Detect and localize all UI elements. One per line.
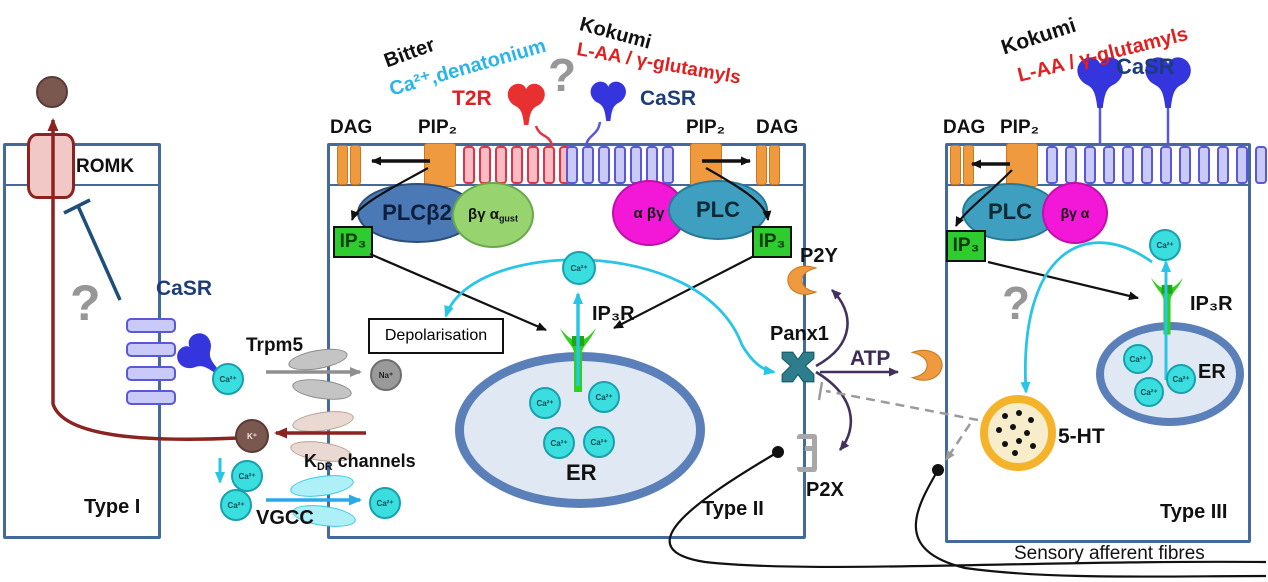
ca-ion: Ca²⁺: [529, 387, 561, 419]
ca-ion: Ca²⁺: [212, 363, 244, 395]
serotonin-inhibition-dashed: [825, 389, 979, 422]
casr-tm-domain-type3: [1046, 146, 1268, 184]
type3-label: Type III: [1160, 501, 1228, 523]
dag-label-type3: DAG: [943, 117, 986, 138]
type2-label: Type II: [702, 498, 764, 520]
atp-label: ATP: [850, 347, 891, 370]
plc-enzyme-type2: PLC: [668, 180, 768, 240]
type3-membrane-line: [948, 184, 1248, 186]
sensory-fibre-line: [668, 451, 1267, 569]
ca-ion: Ca²⁺: [1134, 377, 1164, 407]
type1-label: Type I: [84, 496, 141, 518]
dag-bar: [769, 145, 780, 185]
panx1-channel-icon: [780, 350, 816, 384]
vgcc-label: VGCC: [256, 507, 314, 529]
serotonin-label: 5-HT: [1058, 425, 1105, 448]
er-label-type2: ER: [566, 460, 597, 485]
ip3-to-ip3r-arrow-type3: [987, 260, 1139, 301]
pip2-label-type3: PIP₂: [1000, 117, 1040, 138]
dag-label-left: DAG: [330, 117, 373, 138]
trpm5-label: Trpm5: [246, 335, 304, 356]
ca-ion: Ca²⁺: [1123, 344, 1153, 374]
ca-ion: Ca²⁺: [543, 427, 575, 459]
atp-to-p2x-arrow: [815, 370, 853, 451]
pip2-to-ip3-arrow-right: [705, 167, 772, 221]
casr-receptor-icon-type3: [1074, 50, 1128, 112]
t2r-receptor-icon: [505, 76, 549, 130]
pip2-to-ip3-arrow-left: [350, 167, 429, 221]
casr-stem-type2: [584, 121, 602, 147]
question-mark: ?: [70, 275, 101, 331]
casr-inhibition-tbar: [63, 198, 122, 301]
dag-bar: [950, 145, 961, 185]
sensory-fibres-label: Sensory afferent fibres: [1014, 543, 1205, 564]
serotonin-to-fibre-dashed: [944, 423, 972, 461]
ca-ion: Ca²⁺: [231, 460, 263, 492]
atp-to-p2y-arrow: [815, 289, 849, 368]
casr-stems-type3: [1098, 108, 1170, 146]
ip3r-label-type2: IP₃R: [592, 303, 635, 325]
p2x-label: P2X: [806, 479, 844, 501]
p2x-receptor-icon: [797, 434, 817, 472]
k-efflux-arrow: [47, 118, 239, 442]
casr-label-type3: CaSR: [1116, 54, 1175, 79]
ip3-box-right: IP₃: [752, 226, 792, 258]
casr-receptor-icon-type3: [1142, 50, 1196, 112]
synapse-dot: [772, 446, 784, 458]
ca-to-vesicle-arrow: [1020, 241, 1153, 394]
ip3-box-left: IP₃: [333, 226, 373, 258]
ca-ion: Ca²⁺: [1166, 364, 1196, 394]
type1-cell: [3, 143, 161, 539]
casr-label-type2: CaSR: [640, 87, 697, 110]
na-ion: Na⁺: [370, 359, 402, 391]
t2r-stem: [534, 125, 554, 147]
p2y-label: P2Y: [800, 245, 838, 267]
dag-bar: [350, 145, 361, 185]
type2-membrane-line: [330, 184, 803, 186]
sensory-fibre-line: [914, 469, 1267, 578]
panx1-label: Panx1: [770, 323, 829, 345]
ca-ion: Ca²⁺: [220, 489, 252, 521]
k-ion: [36, 76, 68, 108]
casr-receptor-icon-type1: [166, 322, 235, 391]
dag-label-right: DAG: [756, 117, 799, 138]
casr-flytrap-shape: [177, 333, 220, 374]
pip2-label-left: PIP₂: [418, 117, 458, 138]
atp-receptor-icon-type3: [906, 348, 944, 382]
k-ion: K⁺: [235, 419, 269, 453]
serotonin-inhibition-tbar: [817, 381, 824, 401]
ca-ion: Ca²⁺: [588, 381, 620, 413]
t2r-tm-domain: [463, 146, 571, 184]
dag-bar: [756, 145, 767, 185]
serotonin-vesicle: [980, 395, 1056, 471]
casr-label-type1: CaSR: [156, 277, 213, 300]
synapse-dot: [932, 464, 944, 476]
question-mark-type3: ?: [1002, 277, 1031, 329]
casr-receptor-icon-type2: [588, 74, 630, 126]
ca-ion: Ca²⁺: [583, 426, 615, 458]
casr-tm-type1: [126, 318, 176, 405]
ca-ion: Ca²⁺: [1149, 229, 1181, 261]
ip3-box-type3: IP₃: [946, 230, 986, 262]
er-label-type3: ER: [1198, 361, 1226, 383]
ca-ion: Ca²⁺: [562, 251, 596, 285]
gprotein-casr-type3: βγ α: [1042, 182, 1108, 244]
kdr-channels-label: KDR channels: [304, 451, 416, 474]
pip2-label-right: PIP₂: [686, 117, 726, 138]
gustducin-gprotein: βγ αgust: [452, 182, 534, 248]
question-mark-type2: ?: [548, 49, 577, 101]
p2y-receptor-icon: [786, 264, 822, 296]
romk-channel-icon: [27, 133, 75, 199]
pip2-to-ip3-arrow-type3: [955, 169, 1013, 227]
romk-label: ROMK: [76, 156, 135, 177]
dag-bar: [337, 145, 348, 185]
ca-spread-arc: [444, 258, 776, 376]
ip3r-label-type3: IP₃R: [1190, 293, 1233, 315]
type1-membrane-line: [6, 184, 158, 186]
t2r-label: T2R: [452, 87, 492, 110]
ca-ion: Ca²⁺: [369, 487, 401, 519]
